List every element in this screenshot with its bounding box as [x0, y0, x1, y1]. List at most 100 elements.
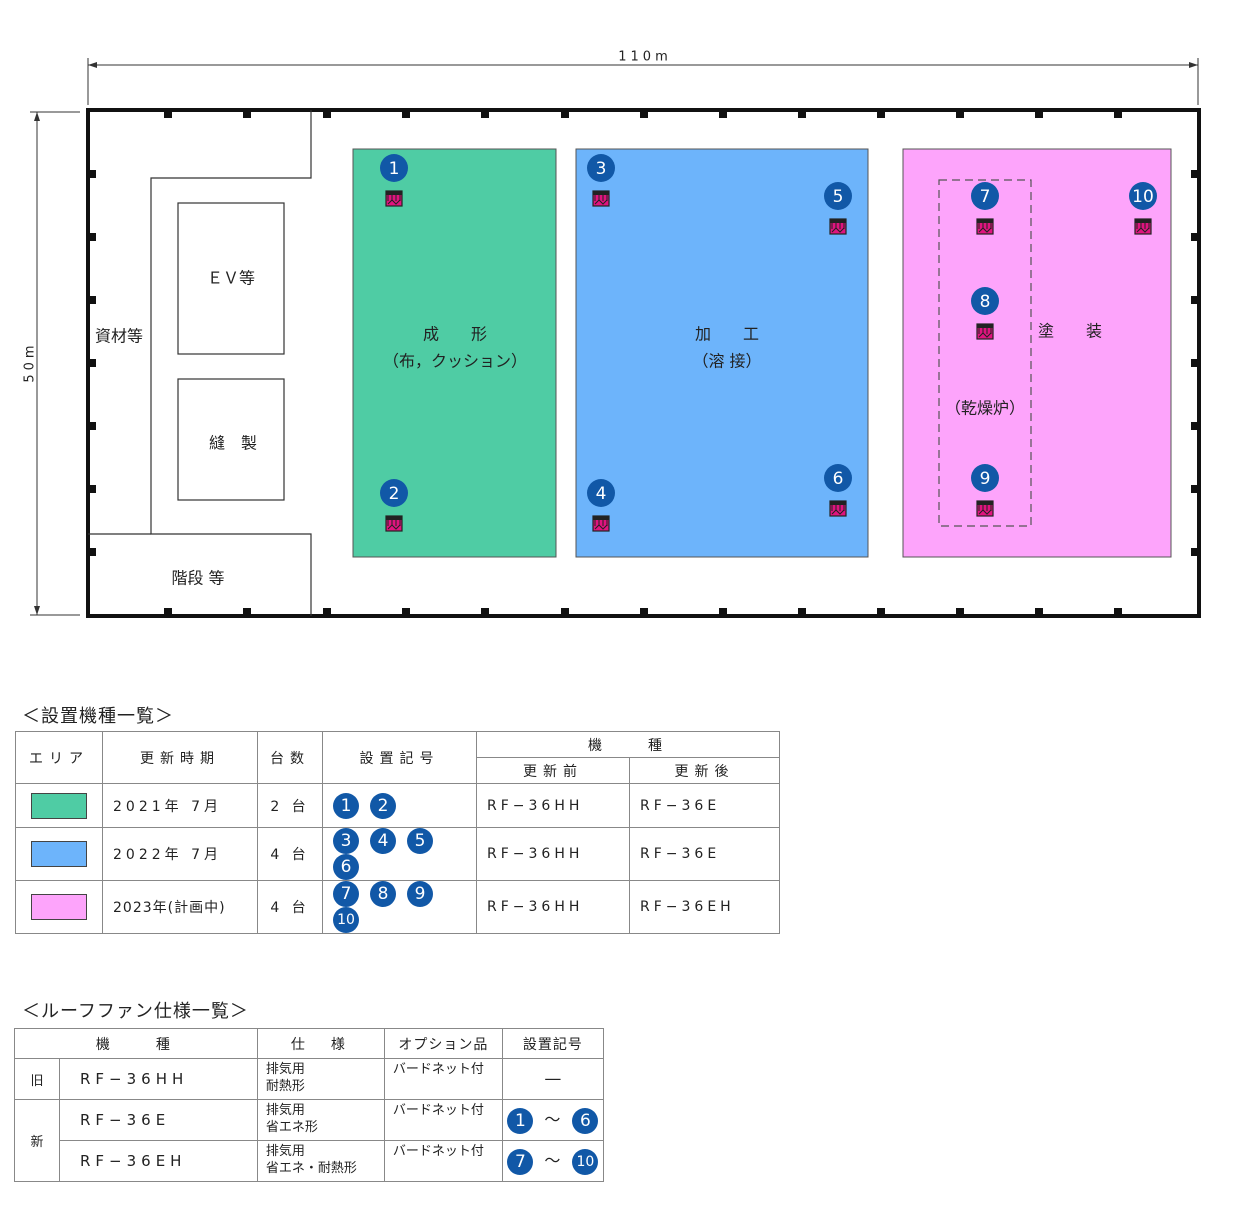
roof-fan-icon: [385, 190, 403, 207]
fan-number-badge: [824, 182, 852, 210]
fan-number: 9: [980, 469, 991, 489]
ev-room-label: ＥＶ等: [207, 269, 255, 288]
pillar-marker: [1191, 422, 1199, 430]
pillar-marker: [481, 608, 489, 616]
fan-number-badge: [587, 479, 615, 507]
pillar-marker: [481, 110, 489, 118]
fan-number-badge: [971, 464, 999, 492]
roof-fan-icon: [976, 500, 994, 517]
fan-number-badge: [380, 154, 408, 182]
after-model-cell: RF−36E: [629, 783, 780, 828]
fan-number-badge: 7: [507, 1149, 534, 1176]
area-swatch: [31, 792, 87, 819]
pillar-marker: [1191, 359, 1199, 367]
pillar-marker: [956, 608, 964, 616]
roof-fan: 7: [971, 182, 999, 235]
fan-number-badge: 9: [407, 881, 433, 907]
fan-number-badge: 3: [333, 828, 359, 854]
fan-number-badge: [971, 287, 999, 315]
height-dimension: 50m: [23, 341, 38, 382]
stairs-label: 階段 等: [171, 569, 224, 588]
pillar-marker: [798, 110, 806, 118]
spec-line: 排気用: [265, 1144, 305, 1159]
option-cell: バードネット付: [383, 1140, 503, 1182]
header-before: 更新前: [476, 757, 630, 784]
fan-number: 2: [389, 484, 400, 504]
new-label: 新: [14, 1099, 60, 1182]
spec-line: 排気用: [265, 1103, 305, 1118]
pillar-marker: [88, 485, 96, 493]
fan-number-badge: 6: [333, 854, 359, 880]
period-cell: 2022年 7月: [102, 827, 258, 881]
spec-cell: 排気用省エネ形: [256, 1099, 385, 1141]
roof-fan: 2: [380, 479, 408, 532]
after-model-cell: RF−36EH: [629, 880, 780, 934]
roof-fan-icon: [385, 515, 403, 532]
pillar-marker: [956, 110, 964, 118]
fan-number: 6: [833, 469, 844, 489]
fan-number-badge: 7: [333, 881, 359, 907]
pillar-marker: [719, 110, 727, 118]
sewing-room: [177, 378, 285, 501]
pillar-marker: [877, 608, 885, 616]
header-count: 台数: [257, 731, 323, 784]
roof-fan: 3: [587, 154, 615, 207]
fan-number-badge: 6: [572, 1108, 599, 1135]
machine-table-title: ＜設置機種一覧＞: [22, 706, 174, 727]
range-tilde: ～: [544, 1150, 561, 1170]
header-period: 更新時期: [102, 731, 258, 784]
zone-processing-label: 加 工: [695, 325, 759, 344]
header-symbols: 設置記号: [322, 731, 477, 784]
pillars: [88, 110, 1199, 616]
fan-number-badge: 8: [370, 881, 396, 907]
spec-table: 機 種 仕 様 オプション品 設置記号 旧 RF−36HH 排気用耐熱形 バード…: [14, 1028, 605, 1182]
roof-fan: 1: [380, 154, 408, 207]
before-model-cell: RF−36HH: [476, 880, 630, 934]
drying-oven-outline: [938, 179, 1032, 527]
pillar-marker: [640, 110, 648, 118]
pillar-marker: [243, 608, 251, 616]
zone-painting-label: 塗 装: [1038, 322, 1102, 341]
pillar-marker: [88, 170, 96, 178]
old-label: 旧: [14, 1058, 60, 1100]
roof-fan: 4: [587, 479, 615, 532]
fan-number-badge: [587, 154, 615, 182]
fan-number-badge: 1: [333, 792, 359, 819]
fan-number: 4: [596, 484, 607, 504]
pillar-marker: [88, 548, 96, 556]
pillar-marker: [243, 110, 251, 118]
pillar-marker: [88, 296, 96, 304]
pillar-marker: [1191, 548, 1199, 556]
pillar-marker: [561, 110, 569, 118]
zone-processing-sublabel: （溶 接）: [692, 352, 761, 371]
pillar-marker: [323, 608, 331, 616]
table-row: 新 RF−36E 排気用省エネ形 バードネット付 1～6: [14, 1099, 605, 1182]
roof-fan: 6: [824, 464, 852, 517]
roof-fan: 9: [971, 464, 999, 517]
pillar-marker: [1114, 608, 1122, 616]
zone-painting: [902, 148, 1172, 558]
pillar-marker: [1191, 233, 1199, 241]
fan-number: 1: [389, 159, 400, 179]
spec-line: 排気用: [265, 1062, 305, 1077]
roof-fan-icon: [592, 515, 610, 532]
period-cell: 2023年(計画中): [102, 880, 258, 934]
before-model-cell: RF−36HH: [476, 783, 630, 828]
fan-number-badge: [971, 182, 999, 210]
spec-table-title: ＜ルーフファン仕様一覧＞: [22, 1001, 249, 1022]
pillar-marker: [164, 110, 172, 118]
area-swatch: [31, 894, 87, 920]
header-after: 更新後: [629, 757, 780, 784]
spec-line: 省エネ形: [265, 1120, 318, 1135]
symbol-range-cell: 1～6: [501, 1099, 605, 1141]
fan-number-badge: 1: [507, 1108, 534, 1135]
pillar-marker: [88, 233, 96, 241]
ev-room: [177, 202, 285, 355]
fan-number-badge: 10: [572, 1149, 599, 1176]
width-dimension: 110m: [618, 50, 671, 65]
